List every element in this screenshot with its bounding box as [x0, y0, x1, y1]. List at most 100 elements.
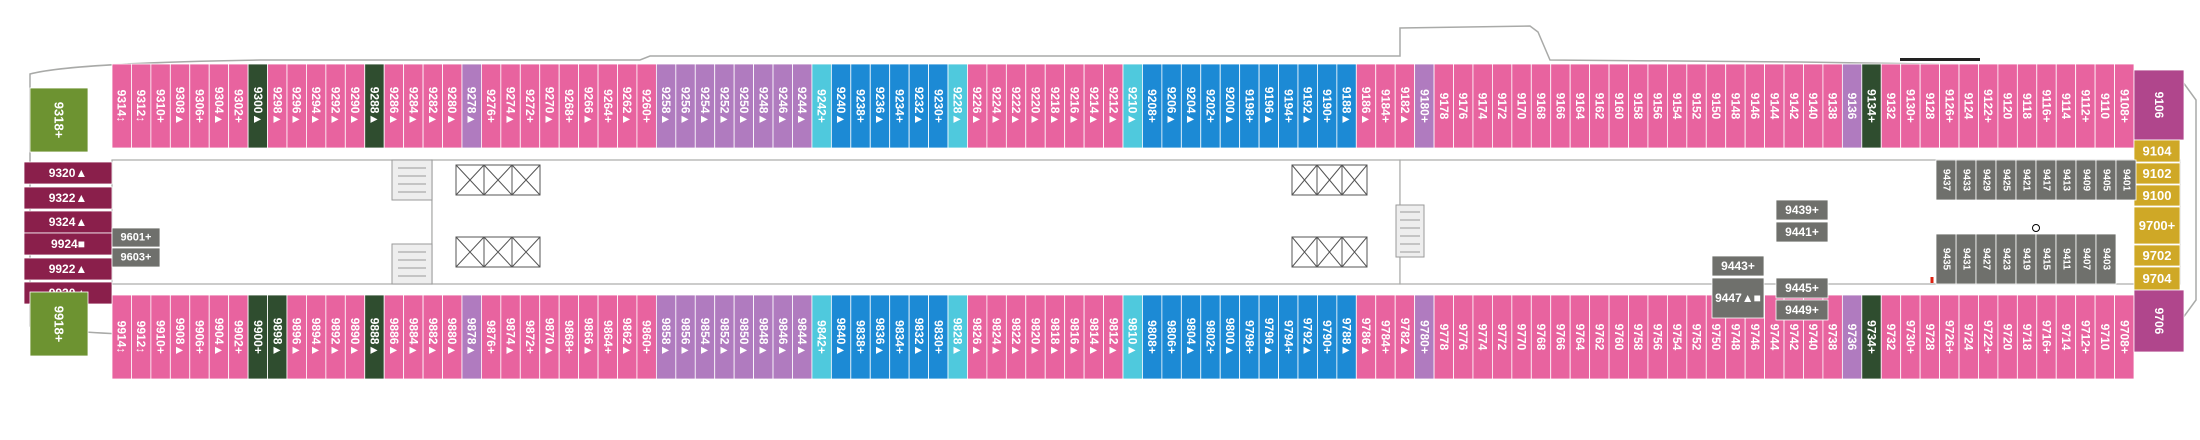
- cabin-9904[interactable]: 9904▲: [208, 294, 230, 380]
- cabin-9902[interactable]: 9902+: [228, 294, 249, 380]
- cabin-9842[interactable]: 9842+: [811, 294, 832, 380]
- cabin-9242[interactable]: 9242+: [811, 63, 832, 149]
- cabin-9830[interactable]: 9830+: [928, 294, 949, 380]
- cabin-9130[interactable]: 9130+: [1900, 63, 1921, 149]
- cabin-9310[interactable]: 9310+: [150, 63, 171, 149]
- cabin-9760[interactable]: 9760: [1608, 294, 1629, 380]
- cabin-9178[interactable]: 9178: [1433, 63, 1454, 149]
- cabin-9421[interactable]: 9421: [2015, 159, 2037, 201]
- cabin-9415[interactable]: 9415: [2035, 233, 2057, 285]
- cabin-9138[interactable]: 9138: [1822, 63, 1843, 149]
- cabin-9752[interactable]: 9752: [1686, 294, 1707, 380]
- cabin-9108[interactable]: 9108+: [2114, 63, 2135, 149]
- cabin-9170[interactable]: 9170: [1511, 63, 1532, 149]
- cabin-9802[interactable]: 9802+: [1200, 294, 1221, 380]
- cabin-9102[interactable]: 9102: [2133, 162, 2181, 185]
- cabin-9720[interactable]: 9720: [1997, 294, 2018, 380]
- cabin-9728[interactable]: 9728: [1919, 294, 1940, 380]
- cabin-9784[interactable]: 9784+: [1375, 294, 1396, 380]
- cabin-9706[interactable]: 9706: [2133, 289, 2185, 353]
- cabin-9182[interactable]: 9182▲: [1394, 63, 1416, 149]
- cabin-9758[interactable]: 9758: [1628, 294, 1649, 380]
- cabin-9204[interactable]: 9204▲: [1180, 63, 1202, 149]
- cabin-9860[interactable]: 9860+: [636, 294, 657, 380]
- cabin-9154[interactable]: 9154: [1666, 63, 1688, 149]
- cabin-9880[interactable]: 9880▲: [442, 294, 463, 380]
- cabin-9146[interactable]: 9146: [1744, 63, 1765, 149]
- cabin-9142[interactable]: 9142: [1783, 63, 1804, 149]
- cabin-9162[interactable]: 9162: [1589, 63, 1610, 149]
- cabin-9918[interactable]: 9918+: [29, 291, 89, 357]
- cabin-9246[interactable]: 9246▲: [772, 63, 793, 149]
- cabin-9427[interactable]: 9427: [1975, 233, 1997, 285]
- cabin-9192[interactable]: 9192▲: [1297, 63, 1318, 149]
- cabin-9730[interactable]: 9730+: [1900, 294, 1921, 380]
- cabin-9236[interactable]: 9236▲: [869, 63, 891, 149]
- cabin-9796[interactable]: 9796▲: [1258, 294, 1279, 380]
- cabin-9770[interactable]: 9770: [1511, 294, 1532, 380]
- cabin-9118[interactable]: 9118: [2016, 63, 2038, 149]
- cabin-9160[interactable]: 9160: [1608, 63, 1629, 149]
- cabin-9810[interactable]: 9810▲: [1122, 294, 1143, 380]
- cabin-9808[interactable]: 9808+: [1142, 294, 1163, 380]
- cabin-9906[interactable]: 9906+: [189, 294, 210, 380]
- cabin-9732[interactable]: 9732: [1880, 294, 1902, 380]
- cabin-9172[interactable]: 9172: [1492, 63, 1513, 149]
- cabin-9894[interactable]: 9894▲: [306, 294, 327, 380]
- cabin-9914[interactable]: 9914↕: [111, 294, 132, 380]
- cabin-9700[interactable]: 9700+: [2133, 206, 2181, 245]
- cabin-9252[interactable]: 9252▲: [714, 63, 735, 149]
- cabin-9858[interactable]: 9858▲: [655, 294, 677, 380]
- cabin-9114[interactable]: 9114: [2055, 63, 2077, 149]
- cabin-9435[interactable]: 9435: [1935, 233, 1957, 285]
- cabin-9254[interactable]: 9254▲: [694, 63, 716, 149]
- cabin-9298[interactable]: 9298▲: [267, 63, 288, 149]
- cabin-9208[interactable]: 9208+: [1142, 63, 1163, 149]
- cabin-9290[interactable]: 9290▲: [344, 63, 366, 149]
- cabin-9822[interactable]: 9822▲: [1005, 294, 1027, 380]
- cabin-9601[interactable]: 9601+: [111, 227, 161, 248]
- cabin-9200[interactable]: 9200▲: [1219, 63, 1241, 149]
- cabin-9244[interactable]: 9244▲: [792, 63, 813, 149]
- cabin-9429[interactable]: 9429: [1975, 159, 1997, 201]
- cabin-9322[interactable]: 9322▲: [23, 186, 113, 210]
- cabin-9260[interactable]: 9260+: [636, 63, 657, 149]
- cabin-9423[interactable]: 9423: [1995, 233, 2017, 285]
- cabin-9724[interactable]: 9724: [1958, 294, 1979, 380]
- cabin-9782[interactable]: 9782▲: [1394, 294, 1416, 380]
- cabin-9892[interactable]: 9892▲: [325, 294, 346, 380]
- cabin-9128[interactable]: 9128: [1919, 63, 1940, 149]
- cabin-9850[interactable]: 9850▲: [733, 294, 754, 380]
- cabin-9190[interactable]: 9190+: [1317, 63, 1338, 149]
- cabin-9134[interactable]: 9134+: [1861, 63, 1882, 149]
- cabin-9702[interactable]: 9702: [2133, 244, 2181, 267]
- cabin-9272[interactable]: 9272+: [519, 63, 541, 149]
- cabin-9152[interactable]: 9152: [1686, 63, 1707, 149]
- cabin-9772[interactable]: 9772: [1492, 294, 1513, 380]
- cabin-9212[interactable]: 9212▲: [1103, 63, 1124, 149]
- cabin-9868[interactable]: 9868+: [558, 294, 580, 380]
- cabin-9838[interactable]: 9838+: [850, 294, 871, 380]
- cabin-9234[interactable]: 9234+: [889, 63, 910, 149]
- cabin-9174[interactable]: 9174: [1472, 63, 1493, 149]
- cabin-9262[interactable]: 9262▲: [617, 63, 638, 149]
- cabin-9401[interactable]: 9401: [2115, 159, 2137, 201]
- cabin-9870[interactable]: 9870▲: [539, 294, 560, 380]
- cabin-9210[interactable]: 9210▲: [1122, 63, 1143, 149]
- cabin-9148[interactable]: 9148: [1725, 63, 1746, 149]
- cabin-9116[interactable]: 9116+: [2036, 63, 2057, 149]
- cabin-9439[interactable]: 9439+: [1775, 199, 1829, 221]
- cabin-9437[interactable]: 9437: [1935, 159, 1957, 201]
- cabin-9320[interactable]: 9320▲: [23, 161, 113, 185]
- cabin-9866[interactable]: 9866▲: [578, 294, 599, 380]
- cabin-9800[interactable]: 9800▲: [1219, 294, 1241, 380]
- cabin-9922[interactable]: 9922▲: [23, 257, 113, 281]
- cabin-9150[interactable]: 9150: [1705, 63, 1727, 149]
- cabin-9754[interactable]: 9754: [1666, 294, 1688, 380]
- cabin-9214[interactable]: 9214▲: [1083, 63, 1104, 149]
- cabin-9722[interactable]: 9722+: [1978, 294, 1999, 380]
- cabin-9441[interactable]: 9441+: [1775, 221, 1829, 243]
- cabin-9294[interactable]: 9294▲: [306, 63, 327, 149]
- cabin-9718[interactable]: 9718: [2016, 294, 2038, 380]
- cabin-9286[interactable]: 9286▲: [383, 63, 405, 149]
